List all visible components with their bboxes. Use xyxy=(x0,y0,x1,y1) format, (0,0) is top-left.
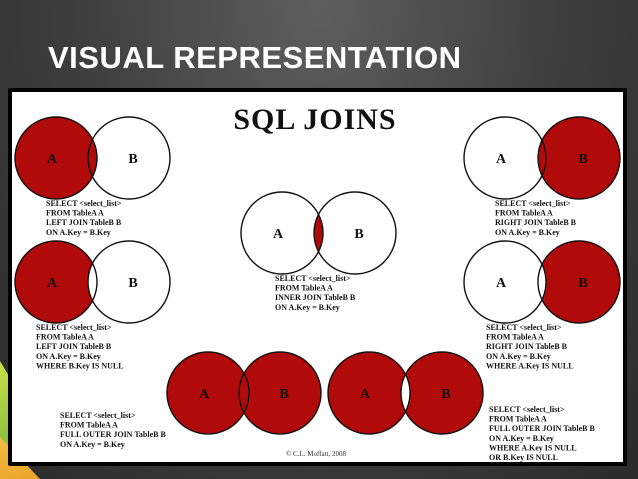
label-b: B xyxy=(578,152,587,167)
sql-line: ON A.Key = B.Key xyxy=(60,440,125,449)
label-a: A xyxy=(199,387,210,402)
right-join-group: A B SELECT <select_list>FROM TableA ARIGHT… xyxy=(463,116,621,237)
sql-line: SELECT <select_list> xyxy=(275,274,351,283)
sql-line: SELECT <select_list> xyxy=(489,405,565,414)
circle-b-fill xyxy=(401,352,483,434)
copyright-text: © C.L. Moffatt, 2008 xyxy=(286,450,347,458)
label-b: B xyxy=(578,276,587,291)
sql-line: ON A.Key = B.Key xyxy=(275,303,340,312)
circle-b-fill xyxy=(239,352,321,434)
sql-line: FROM TableA A xyxy=(275,284,333,293)
label-b: B xyxy=(128,152,137,167)
sql-line: FROM TableA A xyxy=(36,333,94,342)
sql-line: SELECT <select_list> xyxy=(46,199,122,208)
circle-b-outline xyxy=(400,351,484,435)
sql-line: RIGHT JOIN TableB B xyxy=(486,342,568,351)
circle-a-outline xyxy=(327,351,411,435)
circle-a-outline xyxy=(14,240,98,324)
label-a: A xyxy=(496,276,507,291)
sql-line: SELECT <select_list> xyxy=(60,411,136,420)
sql-line: ON A.Key = B.Key xyxy=(495,228,560,237)
diagram-title: SQL JOINS xyxy=(233,103,396,136)
slide-title: VISUAL REPRESENTATION xyxy=(48,40,462,75)
inner-join-group: A B SELECT <select_list>FROM TableA AINNER… xyxy=(240,191,397,312)
circle-a-fill xyxy=(15,117,97,199)
sql-line: ON A.Key = B.Key xyxy=(486,352,551,361)
sql-line: OR B.Key IS NULL xyxy=(489,453,558,462)
circle-a-outline xyxy=(240,191,324,275)
sql-line: INNER JOIN TableB B xyxy=(275,293,356,302)
label-b: B xyxy=(128,276,137,291)
sql-line: ON A.Key = B.Key xyxy=(489,434,554,443)
circle-a-outline xyxy=(463,116,547,200)
circle-a-fill xyxy=(15,241,97,323)
label-a: A xyxy=(47,152,58,167)
circle-a-fill xyxy=(328,352,410,434)
sql-line: SELECT <select_list> xyxy=(486,323,562,332)
sql-line: FROM TableA A xyxy=(60,421,118,430)
sql-line: FROM TableA A xyxy=(489,415,547,424)
right-excluding-join-group: A B SELECT <select_list>FROM TableA ARIGHT… xyxy=(463,240,621,370)
label-a: A xyxy=(496,152,507,167)
circle-b-outline xyxy=(238,351,322,435)
circle-b-fill xyxy=(538,241,620,323)
left-join-group: A B SELECT <select_list>FROM TableA ALEFT … xyxy=(14,116,171,237)
sql-line: RIGHT JOIN TableB B xyxy=(495,218,577,227)
label-b: B xyxy=(354,227,363,242)
circle-b-fill xyxy=(538,117,620,199)
outer-excluding-join-group: A B SELECT <select_list>FROM TableA AFULL … xyxy=(327,351,595,462)
sql-line: SELECT <select_list> xyxy=(495,199,571,208)
sql-line: LEFT JOIN TableB B xyxy=(36,342,112,351)
left-excluding-join-group: A B SELECT <select_list>FROM TableA ALEFT … xyxy=(14,240,171,370)
sql-line: ON A.Key = B.Key xyxy=(36,352,101,361)
label-a: A xyxy=(273,227,284,242)
sql-line: FROM TableA A xyxy=(486,333,544,342)
full-outer-join-group: A B SELECT <select_list>FROM TableA AFULL … xyxy=(60,351,322,449)
circle-b-outline xyxy=(313,191,397,275)
sql-line: LEFT JOIN TableB B xyxy=(46,218,122,227)
circle-a-outline xyxy=(463,240,547,324)
circle-a-outline xyxy=(14,116,98,200)
circle-a-fill xyxy=(167,352,249,434)
sql-line: FROM TableA A xyxy=(495,209,553,218)
sql-line: WHERE B.Key IS NULL xyxy=(36,361,124,370)
sql-line: FULL OUTER JOIN TableB B xyxy=(489,424,595,433)
sql-line: FULL OUTER JOIN TableB B xyxy=(60,430,166,439)
circle-b-outline xyxy=(87,240,171,324)
label-b: B xyxy=(441,387,450,402)
sql-line: FROM TableA A xyxy=(46,209,104,218)
circle-b-outline xyxy=(537,240,621,324)
circle-b-outline xyxy=(87,116,171,200)
sql-line: WHERE A.Key IS NULL xyxy=(489,443,577,452)
sql-line: WHERE A.Key IS NULL xyxy=(486,361,574,370)
label-b: B xyxy=(279,387,288,402)
sql-line: ON A.Key = B.Key xyxy=(46,228,111,237)
label-a: A xyxy=(360,387,371,402)
sql-line: SELECT <select_list> xyxy=(36,323,112,332)
label-a: A xyxy=(47,276,58,291)
circle-a-outline xyxy=(166,351,250,435)
circle-b-outline xyxy=(537,116,621,200)
